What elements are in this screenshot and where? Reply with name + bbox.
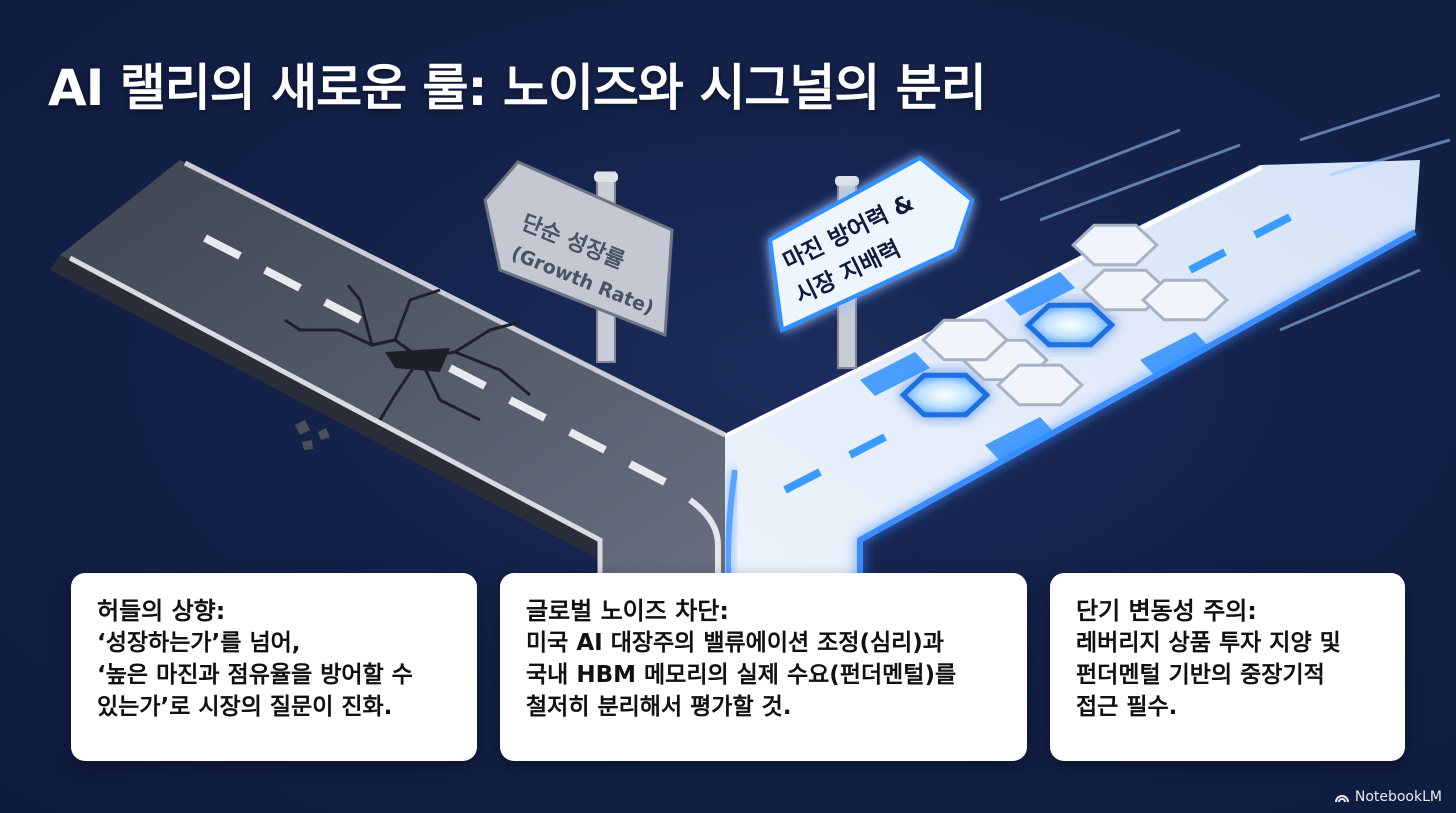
glowing-hexagon-tile <box>899 372 991 418</box>
card-title: 허들의 상향: <box>97 597 226 625</box>
blue-plate <box>1140 332 1210 376</box>
blue-plate <box>1005 272 1075 316</box>
notebooklm-logo-icon <box>1334 795 1349 803</box>
hexagon-tile <box>921 318 1009 362</box>
cracked-road <box>50 160 727 612</box>
card-hurdle-raised: 허들의 상향: ‘성장하는가’를 넘어, ‘높은 마진과 점유율을 방어할 수 … <box>71 573 477 761</box>
brand-watermark: NotebookLM <box>1334 789 1442 805</box>
crack-icon <box>284 284 531 422</box>
lane-dashes <box>783 213 1292 494</box>
card-body: ‘성장하는가’를 넘어, ‘높은 마진과 점유율을 방어할 수 있는가’로 시장… <box>97 630 413 720</box>
card-title: 글로벌 노이즈 차단: <box>526 597 729 625</box>
blue-plate <box>985 417 1055 461</box>
card-body: 미국 AI 대장주의 밸류에이션 조정(심리)과 국내 HBM 메모리의 실제 … <box>526 630 957 720</box>
page-title: AI 랠리의 새로운 룰: 노이즈와 시그널의 분리 <box>48 59 987 117</box>
card-title: 단기 변동성 주의: <box>1076 597 1257 625</box>
sign-growth-rate: 단순 성장률 (Growth Rate) <box>483 160 674 363</box>
glowing-hexagon-tile <box>1024 302 1116 348</box>
hexagon-tiles <box>860 223 1229 461</box>
card-block-global-noise: 글로벌 노이즈 차단: 미국 AI 대장주의 밸류에이션 조정(심리)과 국내 … <box>500 573 1027 761</box>
hexagon-tile <box>1071 223 1159 267</box>
blue-plate <box>860 352 930 396</box>
brand-label: NotebookLM <box>1354 789 1442 805</box>
hexagon-tile <box>996 363 1084 407</box>
card-body: 레버리지 상품 투자 지양 및 펀더멘털 기반의 중장기적 접근 필수. <box>1076 630 1341 720</box>
lane-dashes <box>203 234 667 486</box>
hexagon-tile <box>1141 278 1229 322</box>
glowing-road <box>724 93 1451 612</box>
speed-lines <box>999 93 1451 332</box>
card-short-term-volatility: 단기 변동성 주의: 레버리지 상품 투자 지양 및 펀더멘털 기반의 중장기적… <box>1050 573 1405 761</box>
rubble <box>295 420 330 450</box>
